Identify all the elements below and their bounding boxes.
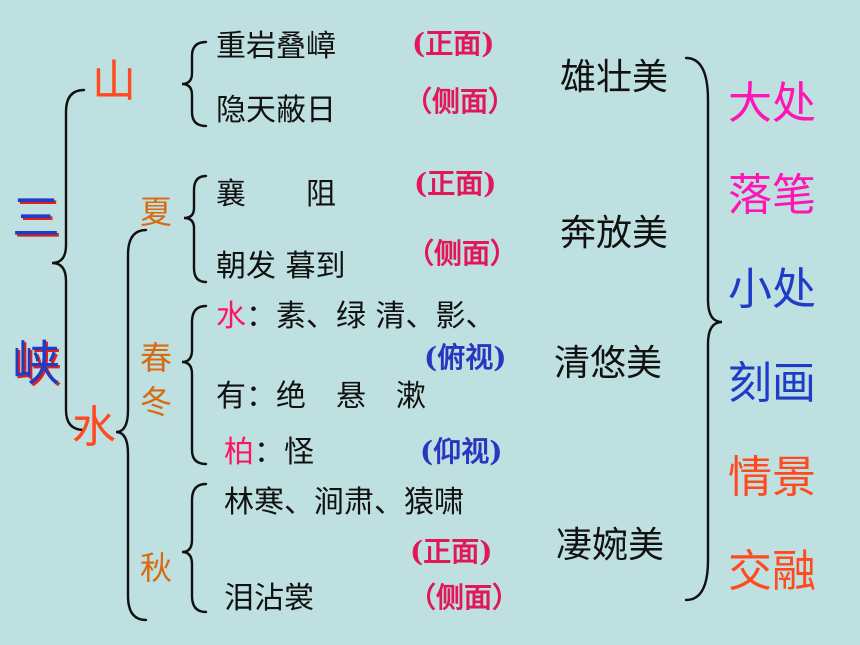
autumn-tag-2: （侧面） [408, 581, 521, 614]
summary-4: 刻画 [728, 358, 816, 409]
brace-autumn [181, 482, 208, 614]
season-spring: 春 [140, 339, 173, 377]
summer-tag-1: (正面) [414, 167, 497, 200]
brace-mountain [181, 40, 208, 128]
summer-tag-2: （侧面） [406, 237, 519, 270]
beauty-majestic: 雄壮美 [560, 57, 669, 98]
spring-water-line: 水：素、绿 清、影、 [216, 299, 496, 334]
mountain-line-2: 隐天蔽日 [216, 93, 336, 128]
cypress-key: 柏 [224, 435, 254, 470]
brace-right [684, 56, 723, 602]
summary-2: 落笔 [728, 170, 816, 221]
beauty-serene: 清悠美 [554, 343, 663, 384]
beauty-unrestrained: 奔放美 [560, 213, 669, 254]
summary-1: 大处 [728, 78, 816, 129]
season-winter: 冬 [140, 383, 173, 421]
mountain-label: 山 [92, 56, 136, 107]
brace-main [51, 88, 86, 432]
topic-char-2: 峡 [12, 336, 61, 392]
spring-tag-2: (仰视) [420, 435, 503, 468]
mountain-tag-2: （侧面） [404, 85, 517, 118]
season-autumn: 秋 [140, 549, 173, 587]
spring-cypress-line: 柏：怪 [224, 435, 314, 470]
brace-summer [183, 174, 208, 284]
water-label: 水 [72, 402, 116, 453]
summer-line-2: 朝发 暮到 [216, 249, 346, 284]
water-key: 水 [216, 299, 246, 334]
spring-tag-1: (俯视) [424, 341, 507, 374]
summary-3: 小处 [728, 264, 816, 315]
autumn-tag-1: (正面) [410, 535, 493, 568]
mountain-tag-1: (正面) [412, 27, 495, 60]
topic-char-1: 三 [12, 190, 61, 246]
summer-line-1: 襄 阻 [216, 177, 336, 212]
autumn-line-1: 林寒、涧肃、猿啸 [224, 485, 464, 520]
brace-water [115, 228, 148, 622]
autumn-line-2: 泪沾裳 [224, 581, 314, 616]
spring-rock-line: 有：绝 悬 漱 [216, 379, 426, 414]
season-summer: 夏 [140, 193, 173, 231]
summary-6: 交融 [728, 546, 816, 597]
mountain-line-1: 重岩叠嶂 [216, 29, 336, 64]
brace-spring [181, 304, 208, 466]
summary-5: 情景 [728, 452, 816, 503]
beauty-melancholy: 凄婉美 [556, 525, 665, 566]
